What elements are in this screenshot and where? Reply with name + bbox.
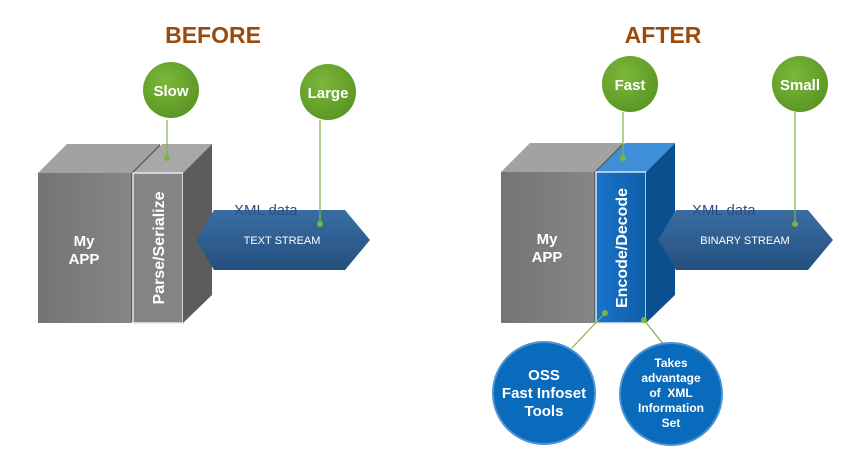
- after-section: AFTER My APP Encode/Decode XML data BINA…: [492, 22, 833, 446]
- before-section: BEFORE My APP Parse/Serialize XML data T…: [38, 22, 370, 324]
- after-data-arrow: XML data BINARY STREAM: [658, 202, 833, 270]
- before-slow-label: Slow: [153, 83, 188, 100]
- before-slow-badge: [143, 62, 199, 118]
- before-processor-box: Parse/Serialize: [132, 144, 212, 324]
- before-processor-top: [133, 144, 212, 173]
- after-infoset-line3: of XML: [649, 386, 692, 400]
- after-fast-label: Fast: [615, 77, 646, 94]
- after-infoset-connector-dot: [641, 317, 647, 323]
- after-infoset-circle: [619, 342, 723, 446]
- before-large-badge: [300, 64, 356, 120]
- after-arrow-shape: [658, 210, 833, 270]
- after-processor-side: [646, 143, 675, 323]
- after-infoset-line5: Set: [662, 416, 681, 430]
- after-processor-top: [596, 143, 675, 172]
- after-small-label: Small: [780, 77, 820, 94]
- after-heading: AFTER: [625, 22, 702, 48]
- before-data-arrow: XML data TEXT STREAM: [196, 202, 370, 270]
- after-tools-circle: [492, 341, 596, 445]
- after-data-label: XML data: [692, 202, 756, 219]
- before-processor-label: Parse/Serialize: [151, 191, 168, 304]
- before-processor-side: [183, 144, 212, 323]
- before-large-label: Large: [308, 85, 349, 102]
- after-app-label-line1: My: [537, 231, 558, 248]
- after-app-label-line2: APP: [532, 249, 563, 266]
- before-app-label-line2: APP: [69, 251, 100, 268]
- after-processor-front: [595, 171, 647, 324]
- after-app-top: [501, 143, 623, 172]
- after-processor-box: Encode/Decode: [595, 143, 675, 324]
- before-app-front: [38, 173, 131, 323]
- before-arrow-shape: [196, 210, 370, 270]
- before-app-top: [38, 144, 160, 173]
- after-infoset-callout: Takes advantage of XML Information Set: [619, 342, 723, 446]
- after-tools-line2: Fast Infoset: [502, 385, 586, 402]
- before-data-label: XML data: [234, 202, 298, 219]
- before-stream-label: TEXT STREAM: [244, 235, 321, 247]
- after-small-badge: [772, 56, 828, 112]
- after-infoset-line1: Takes: [654, 356, 687, 370]
- after-tools-connector-dot: [602, 310, 608, 316]
- after-fast-badge: [602, 56, 658, 112]
- before-app-label-line1: My: [74, 233, 95, 250]
- after-infoset-line2: advantage: [641, 371, 701, 385]
- after-tools-connector: [571, 312, 606, 349]
- after-tools-line3: Tools: [525, 403, 564, 420]
- after-small-connector-dot: [792, 221, 798, 227]
- after-fast-connector-dot: [620, 155, 626, 161]
- after-tools-callout: OSS Fast Infoset Tools: [492, 341, 596, 445]
- before-large-connector-dot: [317, 221, 323, 227]
- after-stream-label: BINARY STREAM: [700, 235, 789, 247]
- before-slow-connector-dot: [164, 155, 170, 161]
- after-infoset-line4: Information: [638, 401, 704, 415]
- after-infoset-connector: [643, 319, 665, 346]
- before-heading: BEFORE: [165, 22, 261, 48]
- before-processor-front: [132, 172, 184, 324]
- after-tools-line1: OSS: [528, 367, 560, 384]
- after-processor-label: Encode/Decode: [614, 188, 631, 308]
- after-app-front: [501, 172, 594, 323]
